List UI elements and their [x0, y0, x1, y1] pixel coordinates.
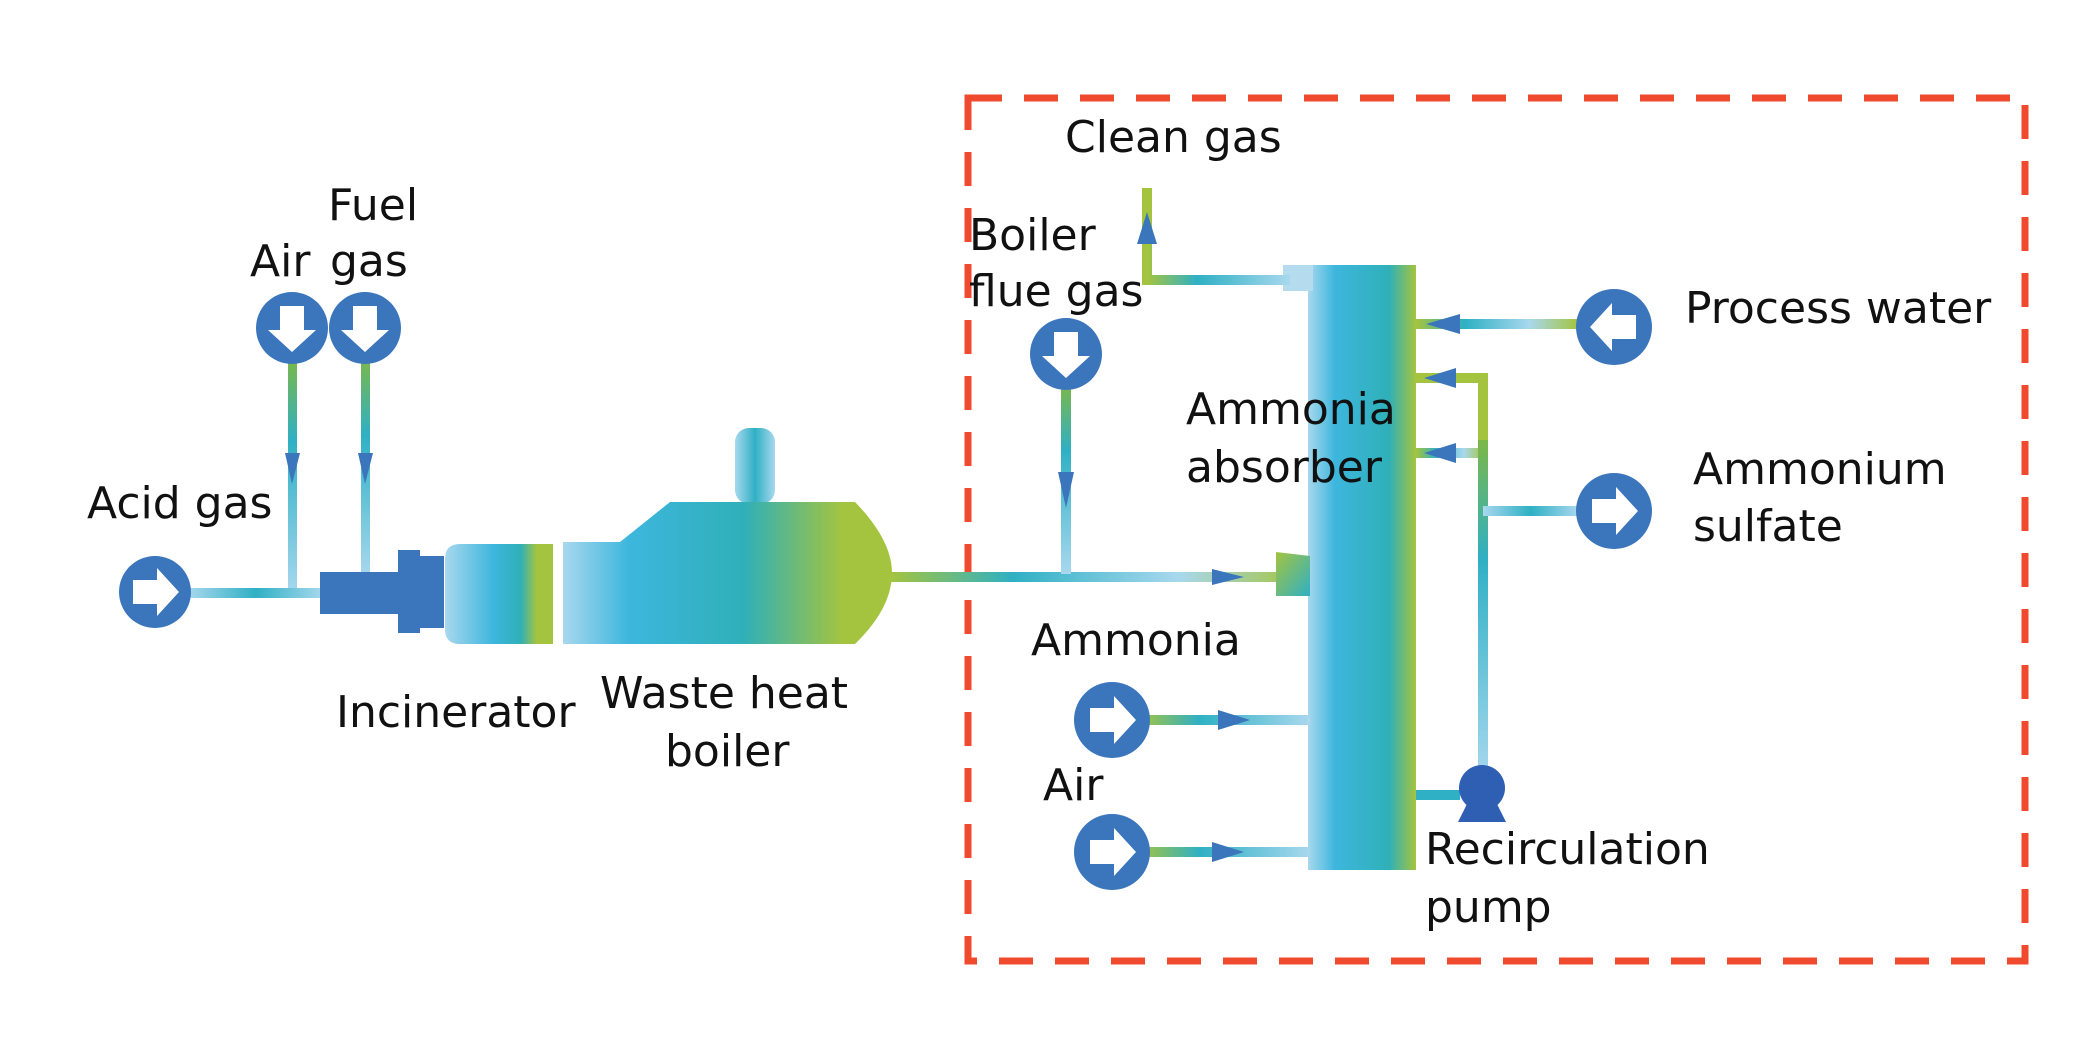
ammonium-sulfate-label-line1: Ammonium: [1693, 444, 1947, 495]
fuel-gas-label-line2: gas: [330, 236, 408, 287]
arrow-right-circle-icon[interactable]: [1074, 682, 1150, 758]
recirculation-pipe: [1416, 373, 1488, 778]
pump-suction-pipe: [1416, 790, 1460, 800]
recirculation-pump-label-line1: Recirculation: [1425, 824, 1710, 875]
incinerator-vessel: [445, 544, 553, 644]
ammonia-absorber-column: [1308, 265, 1416, 870]
process-water-pipe: [1416, 319, 1578, 329]
recirculation-flow-arrow-upper: [1424, 368, 1456, 388]
boiler-flue-gas-label-line1: Boiler: [969, 210, 1097, 261]
air-absorber-flow-arrow: [1212, 842, 1244, 862]
arrow-right-circle-icon[interactable]: [1576, 473, 1652, 549]
absorber-gas-inlet-nozzle: [1276, 552, 1310, 596]
air-flow-arrow: [285, 453, 300, 484]
battery-limit-boundary: [964, 94, 2029, 965]
waste-heat-boiler-vessel: [563, 428, 892, 644]
process-water-flow-arrow: [1426, 314, 1460, 334]
ammonia-label: Ammonia: [1031, 615, 1241, 666]
air-inlet-label: Air: [250, 236, 311, 287]
arrow-right-circle-icon[interactable]: [119, 556, 191, 628]
fuel-gas-flow-arrow: [358, 453, 373, 484]
acid-gas-pipe: [188, 588, 323, 598]
ammonia-absorber-label-line1: Ammonia: [1186, 384, 1396, 435]
pump-icon: [1458, 765, 1506, 822]
waste-heat-boiler-label-line1: Waste heat: [600, 668, 848, 719]
fuel-gas-label-line1: Fuel: [328, 180, 418, 231]
boiler-flue-gas-label-line2: flue gas: [969, 266, 1143, 317]
arrow-down-circle-icon[interactable]: [329, 292, 401, 364]
burner-icon: [320, 550, 444, 633]
process-water-label: Process water: [1685, 283, 1992, 334]
arrow-down-circle-icon[interactable]: [256, 292, 328, 364]
arrow-right-circle-icon[interactable]: [1074, 814, 1150, 890]
clean-gas-label: Clean gas: [1065, 112, 1282, 163]
waste-heat-boiler-label-line2: boiler: [665, 726, 790, 777]
ammonium-sulfate-label-line2: sulfate: [1693, 501, 1843, 552]
incinerator-label: Incinerator: [336, 687, 576, 738]
acid-gas-label: Acid gas: [87, 478, 272, 529]
ammonium-sulfate-pipe: [1483, 506, 1578, 516]
boiler-outlet-pipe: [890, 572, 1302, 582]
boiler-flue-gas-flow-arrow: [1058, 472, 1074, 508]
recirculation-flow-arrow-lower: [1424, 443, 1456, 463]
clean-gas-flow-arrow: [1137, 212, 1157, 244]
ammonia-absorber-label-line2: absorber: [1186, 442, 1383, 493]
arrow-down-circle-icon[interactable]: [1030, 318, 1102, 390]
clean-gas-pipe-tip: [1142, 188, 1152, 228]
recirculation-pump-label-line2: pump: [1425, 882, 1552, 933]
air-absorber-label: Air: [1043, 760, 1104, 811]
clean-gas-pipe: [1142, 190, 1290, 285]
arrow-left-circle-icon[interactable]: [1576, 289, 1652, 365]
ammonia-flow-arrow: [1218, 710, 1250, 730]
flue-gas-flow-arrow: [1212, 569, 1244, 585]
recirculation-riser-pipe: [1478, 440, 1488, 780]
